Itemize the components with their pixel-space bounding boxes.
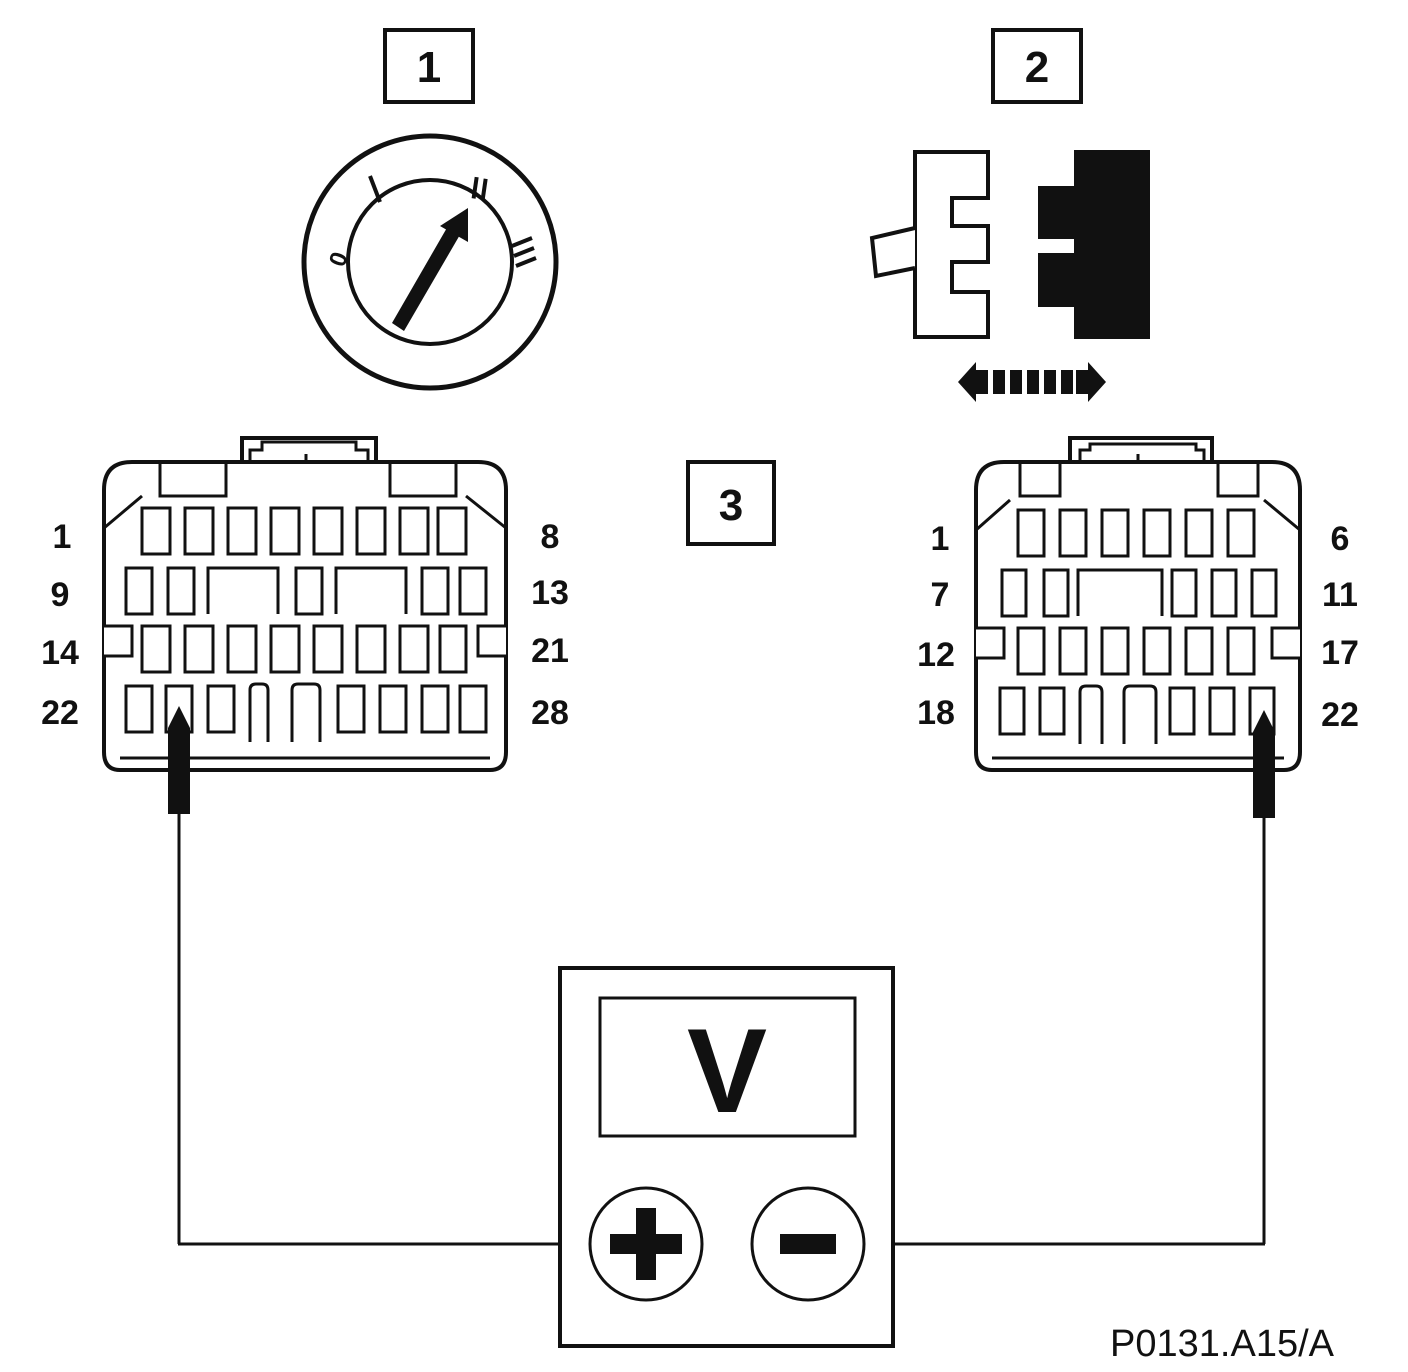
negative-terminal [750, 1186, 866, 1302]
pin-label-22: 22 [1321, 696, 1359, 734]
position-1-mark [368, 175, 382, 203]
key-pointer-arrow [392, 208, 468, 331]
negative-probe [1253, 710, 1275, 1244]
pin-row-3 [104, 624, 506, 674]
position-3-mark [511, 236, 537, 268]
step-3-badge: 3 [686, 460, 776, 546]
pin-label-6: 6 [1331, 520, 1350, 558]
pin-row-2 [1000, 568, 1278, 618]
pin-row-4 [124, 682, 488, 742]
positive-probe [168, 706, 190, 1244]
volt-unit-label: V [687, 1004, 767, 1138]
separate-arrow-icon [958, 362, 1106, 402]
pin-label-7: 7 [931, 576, 950, 614]
reference-code: P0131.A15/A [1110, 1323, 1335, 1365]
step-3-label: 3 [719, 481, 743, 530]
pin-label-22: 22 [41, 694, 79, 732]
connector-28-pin: 1 9 14 22 8 13 21 28 [41, 436, 569, 1244]
step-2-label: 2 [1025, 43, 1049, 92]
pin-row-3 [976, 626, 1300, 676]
pin-label-9: 9 [51, 576, 70, 614]
pin-label-8: 8 [541, 518, 560, 556]
step-2-badge: 2 [991, 28, 1083, 104]
pin-row-1 [1016, 508, 1256, 558]
pin-label-17: 17 [1321, 634, 1359, 672]
ignition-switch-icon: 0 [301, 133, 559, 391]
plus-icon [610, 1208, 682, 1280]
pin-label-1: 1 [53, 518, 72, 556]
step-1-badge: 1 [383, 28, 475, 104]
pin-label-12: 12 [917, 636, 955, 674]
positive-terminal [588, 1186, 704, 1302]
pin-row-2 [124, 566, 488, 616]
minus-icon [780, 1234, 836, 1254]
pin-label-21: 21 [531, 632, 569, 670]
voltmeter: V [558, 966, 895, 1348]
connector-22-pin: 1 7 12 18 6 11 17 22 [917, 436, 1359, 1244]
pin-row-1 [140, 506, 468, 556]
pin-label-28: 28 [531, 694, 569, 732]
meter-display: V [598, 996, 857, 1138]
position-2-mark [471, 176, 488, 201]
pin-label-14: 14 [41, 634, 79, 672]
step-1-label: 1 [417, 43, 441, 92]
connector-disconnect-icon [869, 150, 1150, 402]
pin-label-18: 18 [917, 694, 955, 732]
pin-label-13: 13 [531, 574, 569, 612]
pin-label-1: 1 [931, 520, 950, 558]
pin-label-11: 11 [1322, 576, 1358, 614]
